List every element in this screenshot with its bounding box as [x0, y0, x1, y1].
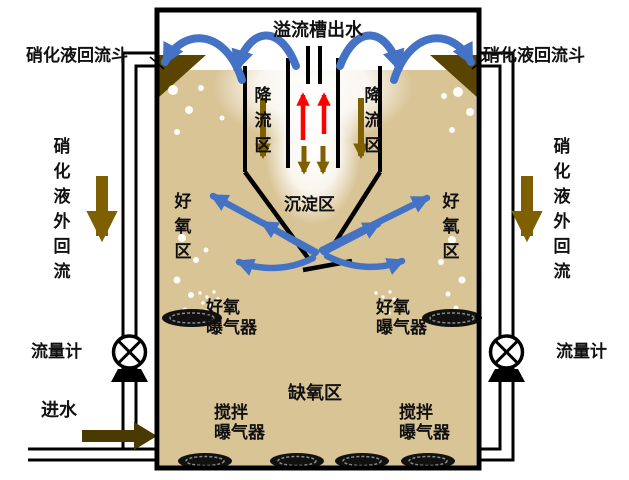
weir-recirculation-arrows	[161, 31, 475, 84]
channel-glow	[265, 75, 361, 225]
external-pipe-right	[479, 51, 515, 462]
bubbles	[168, 85, 474, 315]
tank-wall	[154, 7, 482, 471]
external-pipe-left	[28, 51, 157, 462]
overflow-channel-structure	[243, 46, 382, 172]
influent-arrow-icon	[82, 422, 157, 450]
outflow-arrows	[296, 92, 331, 140]
flow-meter-right-icon	[488, 334, 525, 382]
aerobic-aerator-right-icon	[422, 309, 482, 327]
flow-meter-left-icon	[111, 334, 148, 382]
downflow-arrows	[255, 98, 369, 175]
aerobic-aerator-left-icon	[162, 309, 222, 327]
settling-flow-arrows	[209, 192, 431, 276]
external-recirculation-arrows	[86, 176, 543, 243]
stirring-aerators-bottom-icons	[178, 453, 455, 469]
